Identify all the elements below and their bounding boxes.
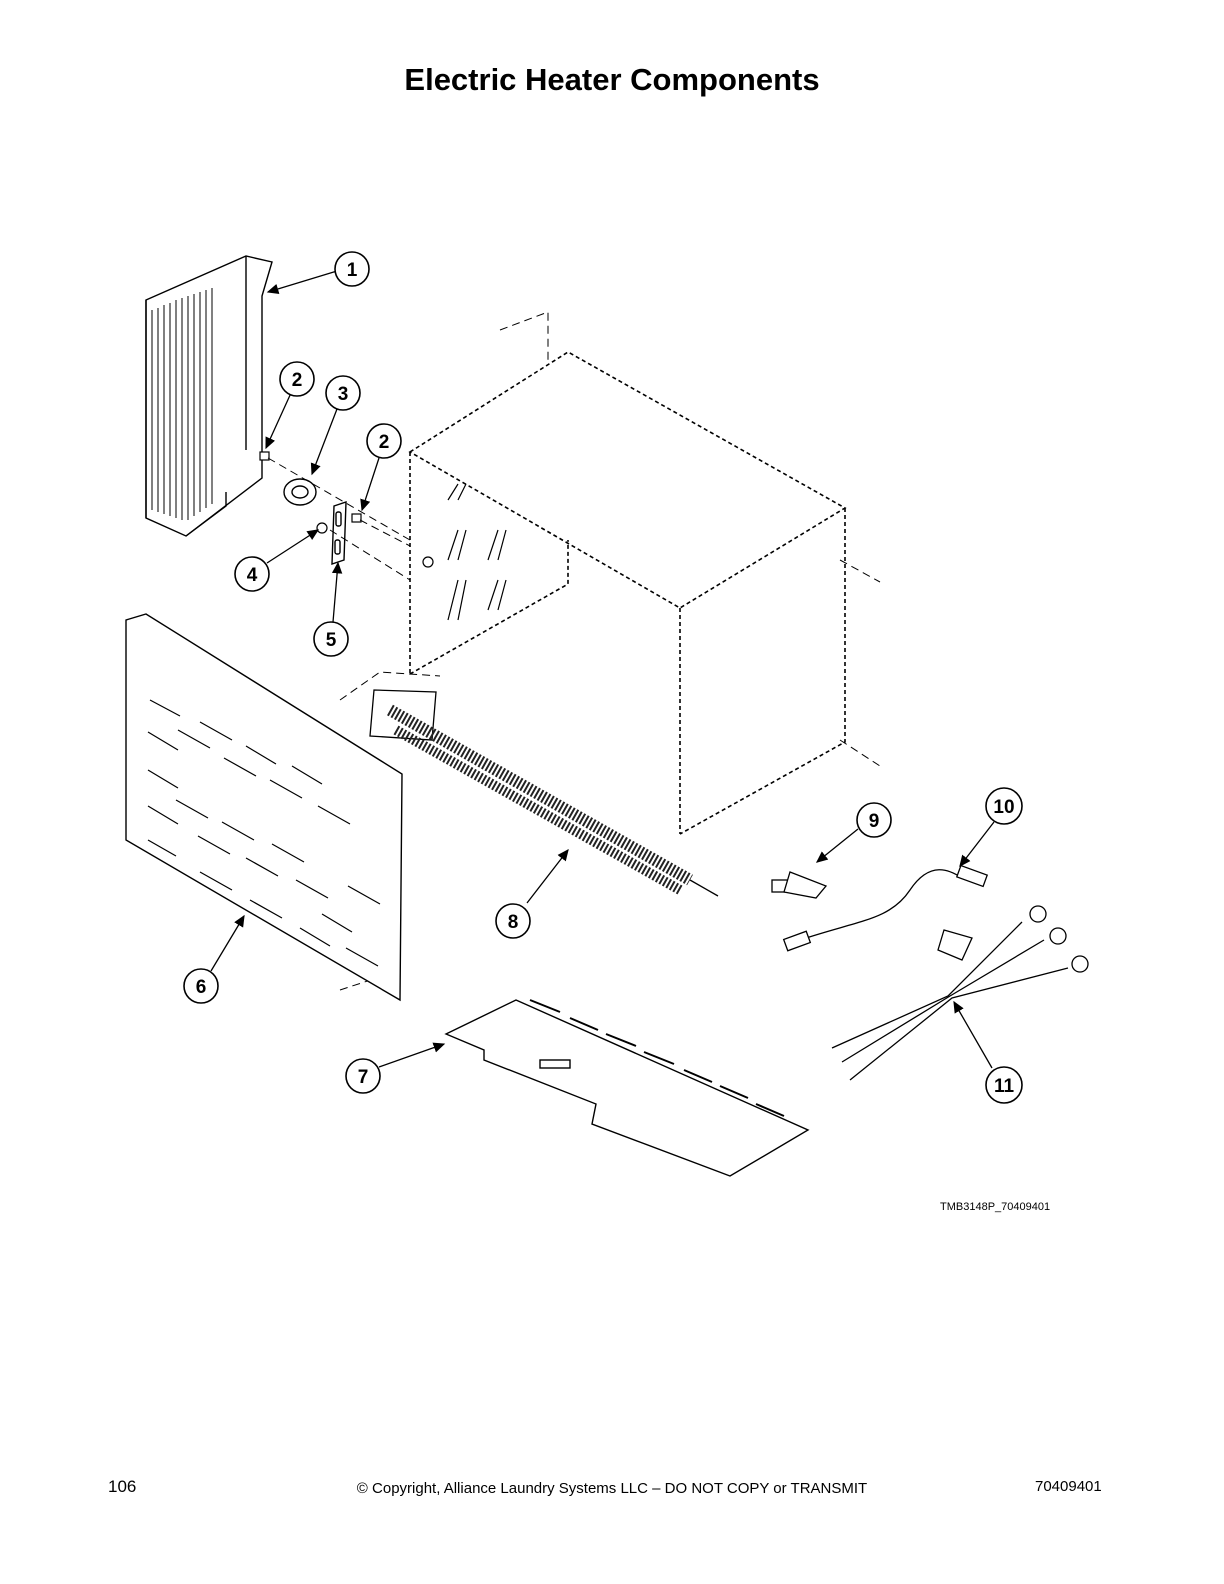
callout-3: 3 bbox=[325, 375, 361, 411]
assembly-guide-lines bbox=[267, 311, 881, 991]
screw-part bbox=[259, 451, 362, 534]
base-tray-part bbox=[444, 999, 810, 1177]
wire-harness-part bbox=[831, 905, 1089, 1081]
jumper-wire-part bbox=[782, 864, 989, 952]
svg-text:6: 6 bbox=[196, 977, 207, 998]
svg-text:2: 2 bbox=[379, 432, 390, 453]
thermostat-part bbox=[283, 478, 317, 506]
callout-8: 8 bbox=[495, 903, 531, 939]
copyright-notice: © Copyright, Alliance Laundry Systems LL… bbox=[356, 1480, 868, 1497]
callout-4: 4 bbox=[234, 556, 270, 592]
box-slots bbox=[422, 483, 507, 621]
side-cover-part bbox=[145, 255, 273, 537]
callout-9: 9 bbox=[856, 802, 892, 838]
slotted-panel-part bbox=[125, 613, 403, 1002]
svg-text:3: 3 bbox=[338, 384, 349, 405]
bracket-part bbox=[331, 501, 347, 565]
svg-text:4: 4 bbox=[247, 565, 258, 586]
svg-text:8: 8 bbox=[508, 912, 519, 933]
callout-10: 10 bbox=[985, 787, 1023, 825]
svg-text:1: 1 bbox=[347, 260, 358, 281]
callout-7: 7 bbox=[345, 1058, 381, 1094]
figure-code: TMB3148P_70409401 bbox=[940, 1201, 1051, 1213]
callout-11: 11 bbox=[985, 1066, 1023, 1104]
page-title: Electric Heater Components bbox=[404, 62, 820, 97]
svg-text:2: 2 bbox=[292, 370, 303, 391]
callout-leaders bbox=[210, 270, 995, 1069]
callout-2a: 2 bbox=[279, 361, 315, 397]
callout-5: 5 bbox=[313, 621, 349, 657]
connector-part bbox=[771, 871, 828, 899]
heater-element-part bbox=[369, 689, 719, 897]
svg-text:11: 11 bbox=[994, 1076, 1015, 1097]
heater-box-outline bbox=[408, 351, 847, 835]
svg-text:9: 9 bbox=[869, 811, 880, 832]
callout-6: 6 bbox=[183, 968, 219, 1004]
callout-2b: 2 bbox=[366, 423, 402, 459]
document-number: 70409401 bbox=[1035, 1478, 1102, 1495]
svg-text:10: 10 bbox=[993, 797, 1014, 818]
page-number: 106 bbox=[108, 1477, 137, 1496]
svg-text:5: 5 bbox=[326, 630, 337, 651]
svg-text:7: 7 bbox=[358, 1067, 369, 1088]
callout-1: 1 bbox=[334, 251, 370, 287]
